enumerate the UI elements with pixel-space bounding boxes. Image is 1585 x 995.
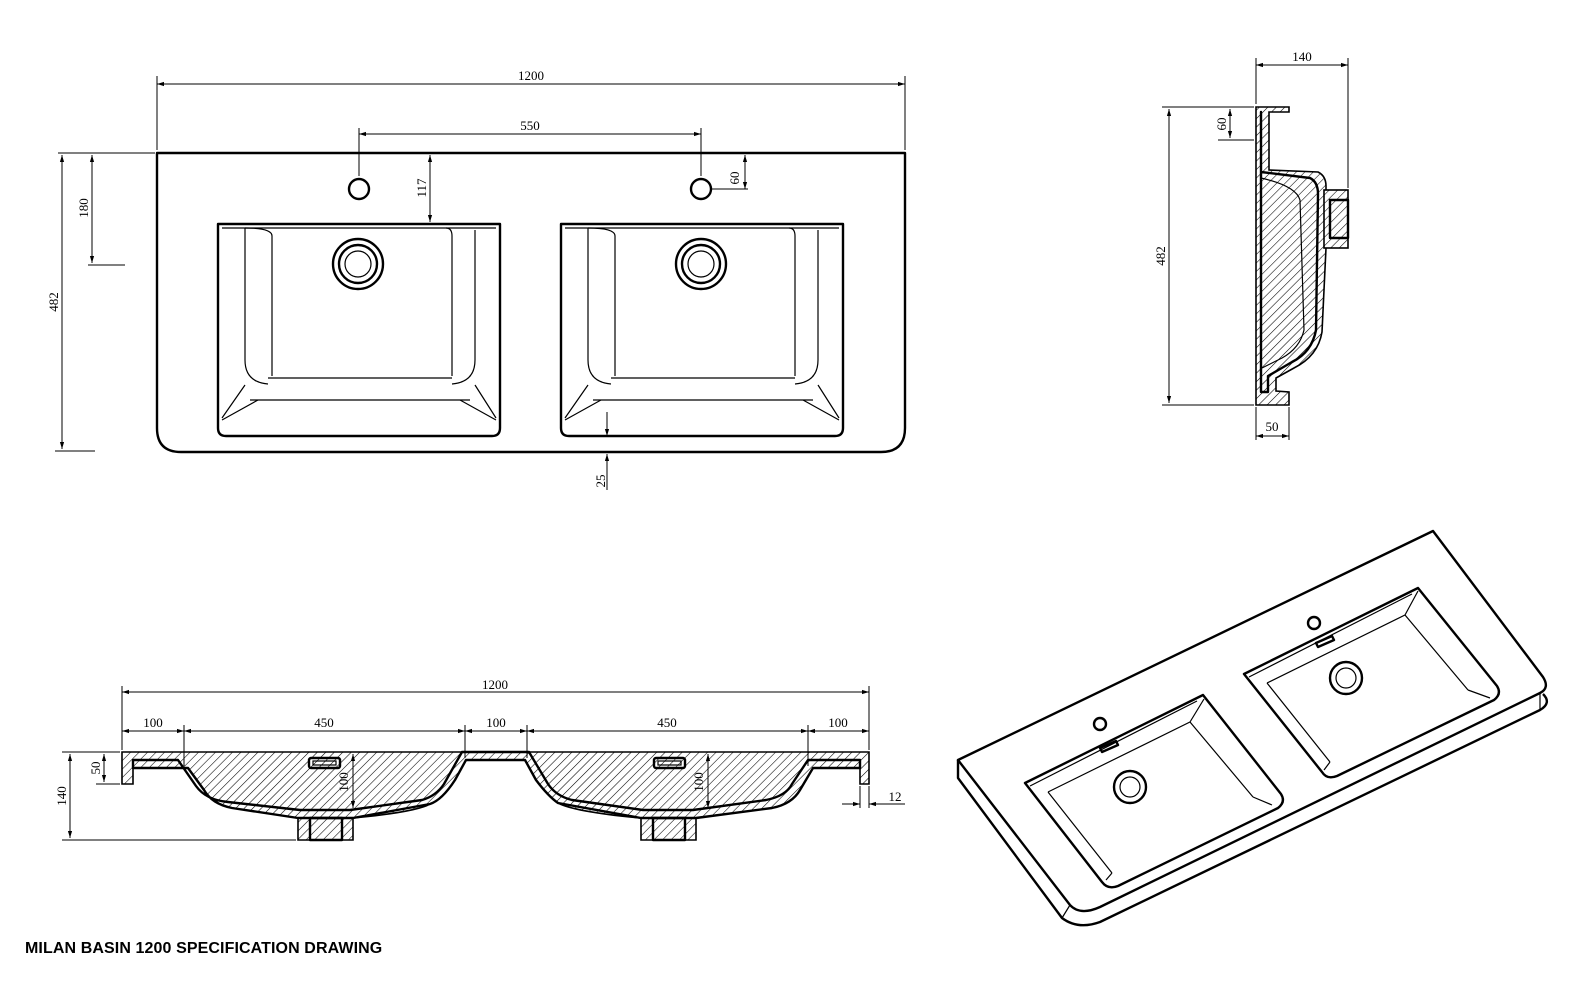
front-section-view: 1200 100 450 100 450 100 50 14 xyxy=(54,677,905,842)
dim-top-depth: 482 xyxy=(46,155,95,452)
dim-side-front: 50 xyxy=(1255,407,1290,440)
dim-front-height-label: 140 xyxy=(54,786,69,806)
dim-wall-thickness-label: 12 xyxy=(889,789,902,804)
top-view-outline xyxy=(155,151,907,454)
side-view-waste-outlet xyxy=(1323,189,1349,249)
dim-front-width: 1200 xyxy=(121,677,870,750)
dim-side-upstand: 60 xyxy=(1214,109,1254,141)
dim-bowl-depth-right: 100 xyxy=(691,754,711,808)
tap-hole-left xyxy=(347,177,371,201)
bowl-left xyxy=(216,222,502,438)
dim-top-width: 1200 xyxy=(156,68,906,150)
iso-bowl-right xyxy=(1242,586,1501,779)
dim-segment-3: 100 xyxy=(486,715,506,730)
dim-front-lip: 25 xyxy=(593,412,610,490)
dim-segment-2: 450 xyxy=(314,715,334,730)
dim-front-height: 140 xyxy=(54,751,296,841)
dim-front-rim-label: 50 xyxy=(88,762,103,775)
dim-bowl-from-back-label: 180 xyxy=(76,198,91,218)
iso-top-surface xyxy=(956,529,1548,913)
isometric-view xyxy=(956,529,1548,927)
dim-wall-thickness: 12 xyxy=(842,786,905,808)
top-view: 1200 550 117 60 180 482 xyxy=(46,68,907,490)
side-view: 140 60 482 50 xyxy=(1153,49,1350,440)
dim-bowl-depth-left: 100 xyxy=(336,754,356,808)
dim-front-lip-label: 25 xyxy=(593,475,608,488)
iso-bowl-left xyxy=(1023,693,1285,889)
dim-segment-5: 100 xyxy=(828,715,848,730)
dim-bowl-from-back: 180 xyxy=(58,152,155,266)
dim-side-upstand-label: 60 xyxy=(1214,118,1229,131)
dim-tap-spacing-label: 550 xyxy=(520,118,540,133)
bowl-right xyxy=(559,222,845,438)
dim-side-depth-label: 482 xyxy=(1153,246,1168,266)
dim-front-rim: 50 xyxy=(88,754,120,785)
dim-side-height: 140 xyxy=(1255,49,1349,188)
iso-front-edge xyxy=(956,693,1548,927)
dim-side-height-label: 140 xyxy=(1292,49,1312,64)
overflow-slot-left xyxy=(307,756,342,770)
dim-front-segments: 100 450 100 450 100 xyxy=(122,715,869,766)
dim-bowl-depth-left-label: 100 xyxy=(336,772,351,792)
dim-tap-from-back: 60 xyxy=(711,155,748,190)
dim-side-depth: 482 xyxy=(1153,106,1254,406)
dim-segment-4: 450 xyxy=(657,715,677,730)
dim-top-depth-label: 482 xyxy=(46,292,61,312)
side-view-section xyxy=(1255,106,1327,406)
dim-tap-spacing: 550 xyxy=(358,118,702,176)
tap-hole-right xyxy=(689,177,713,201)
dim-side-front-label: 50 xyxy=(1266,419,1279,434)
dim-tap-to-bowl: 117 xyxy=(414,155,433,222)
dim-segment-1: 100 xyxy=(143,715,163,730)
dim-tap-from-back-label: 60 xyxy=(727,172,742,185)
dim-front-width-label: 1200 xyxy=(482,677,508,692)
dim-top-width-label: 1200 xyxy=(518,68,544,83)
dim-bowl-depth-right-label: 100 xyxy=(691,772,706,792)
overflow-slot-right xyxy=(652,756,687,770)
front-section-profile xyxy=(121,751,870,841)
dim-tap-to-bowl-label: 117 xyxy=(414,178,429,198)
drawing-title: MILAN BASIN 1200 SPECIFICATION DRAWING xyxy=(25,940,383,957)
